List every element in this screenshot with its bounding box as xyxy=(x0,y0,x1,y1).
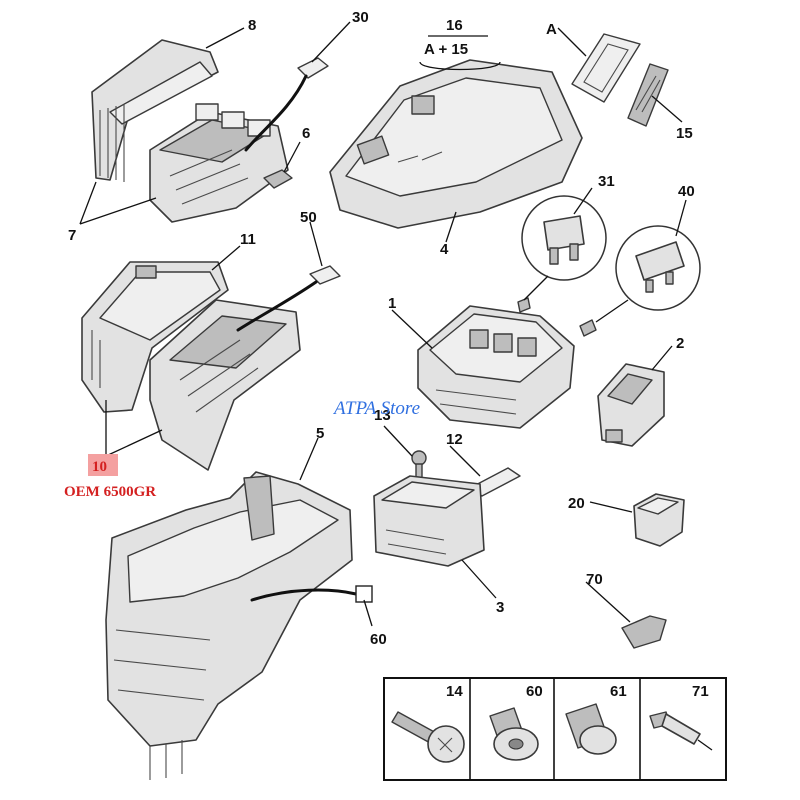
callout-30: 30 xyxy=(352,9,369,26)
part-70-clip xyxy=(621,615,667,649)
part-15-fuse-strip xyxy=(627,63,669,127)
part-4-main-cover xyxy=(329,59,583,229)
fastener-14-label: 14 xyxy=(446,683,463,700)
fastener-61-label: 61 xyxy=(610,683,627,700)
fastener-table: 14 60 61 71 xyxy=(383,677,727,781)
fastener-61-pin: 61 xyxy=(565,683,627,755)
callout-16-sub: A + 15 xyxy=(424,41,468,58)
part-3-connector-block xyxy=(373,475,485,567)
callout-40: 40 xyxy=(678,183,695,200)
part-11-cover xyxy=(81,261,229,413)
callout-labels: 8 30 16 A + 15 A 6 7 4 15 31 40 11 50 1 … xyxy=(68,9,695,648)
part-8-upper-cover xyxy=(91,39,219,182)
callout-50: 50 xyxy=(300,209,317,226)
fastener-71-rivet: 71 xyxy=(649,683,713,751)
callout-3: 3 xyxy=(496,599,504,616)
callout-31: 31 xyxy=(598,173,615,190)
part-2-relay-holder xyxy=(597,363,665,447)
callout-20: 20 xyxy=(568,495,585,512)
callout-11: 11 xyxy=(240,231,256,248)
part-a-label-frame xyxy=(571,33,641,103)
callout-4: 4 xyxy=(440,241,449,258)
watermark: ATPA Store xyxy=(332,398,420,419)
callout-12: 12 xyxy=(446,431,463,448)
part-5-lower-housing xyxy=(105,471,353,780)
part-6-connector xyxy=(263,169,293,189)
callout-6: 6 xyxy=(302,125,310,142)
callout-13: 13 xyxy=(374,407,391,424)
callout-a: A xyxy=(546,21,557,38)
part-50-connector xyxy=(236,265,341,332)
part-30-connector xyxy=(244,57,329,152)
callout-16: 16 xyxy=(446,17,463,34)
part-40-blade-fuse xyxy=(579,225,701,337)
part-31-maxi-fuse xyxy=(517,195,607,313)
part-20-relay xyxy=(633,493,685,547)
part-1-fuse-box xyxy=(417,305,575,429)
callout-60: 60 xyxy=(370,631,387,648)
fastener-60-label: 60 xyxy=(526,683,543,700)
callout-70: 70 xyxy=(586,571,603,588)
highlight-oem: 10 OEM 6500GR xyxy=(64,454,156,500)
callout-15: 15 xyxy=(676,125,693,142)
callout-2: 2 xyxy=(676,335,684,352)
callout-5: 5 xyxy=(316,425,324,442)
fastener-60-grommet: 60 xyxy=(489,683,543,761)
part-7-upper-module xyxy=(149,103,289,223)
part-10-module xyxy=(149,299,301,471)
leader-lines xyxy=(79,21,687,627)
callout-8: 8 xyxy=(248,17,256,34)
callout-1: 1 xyxy=(388,295,396,312)
oem-number: OEM 6500GR xyxy=(64,484,156,500)
fastener-71-label: 71 xyxy=(692,683,709,700)
callout-7: 7 xyxy=(68,227,76,244)
fastener-14-screw: 14 xyxy=(391,683,465,763)
callout-10: 10 xyxy=(92,459,107,475)
